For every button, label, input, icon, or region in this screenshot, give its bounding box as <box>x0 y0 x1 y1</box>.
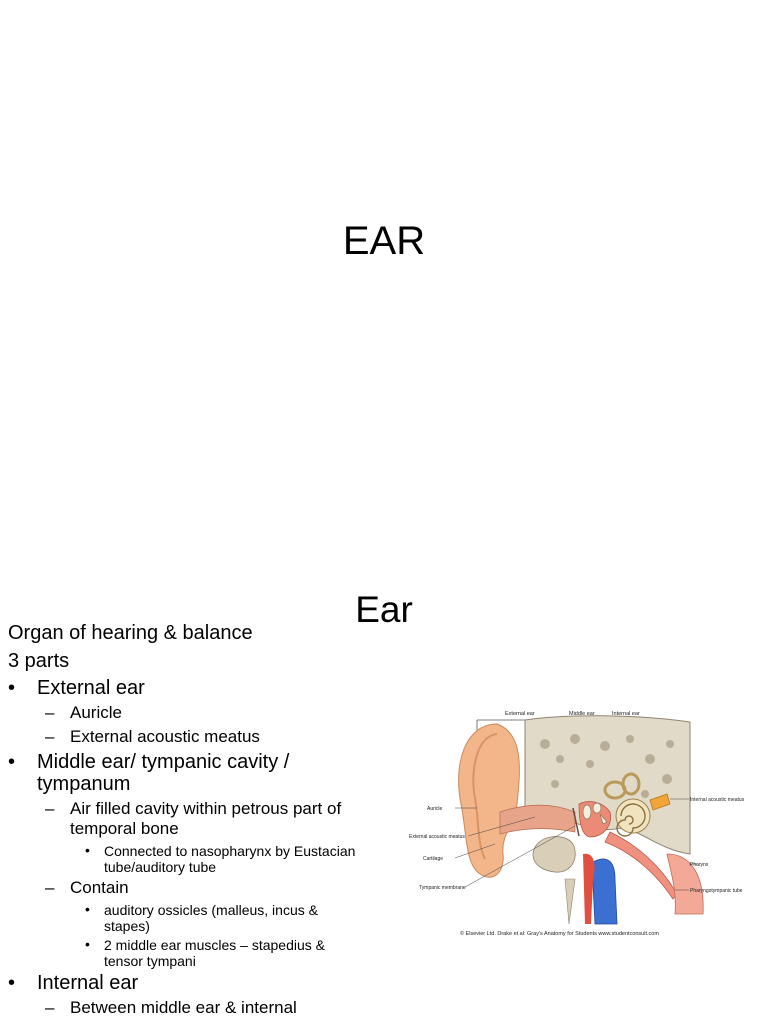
label-internal-acoustic-meatus: Internal acoustic meatus <box>690 797 745 803</box>
intro-line: Organ of hearing & balance <box>8 622 253 644</box>
sub-sub-bullet: • 2 middle ear muscles – stapedius & tens… <box>8 936 364 969</box>
label-tympanic-membrane: Tympanic membrane <box>419 885 466 891</box>
bullet-internal-ear: • Internal ear <box>8 972 364 994</box>
ear-anatomy-figure: External ear Middle ear Internal ear Aur… <box>405 704 757 944</box>
sub-bullet-label: Contain <box>70 878 129 897</box>
sub-sub-bullet: • Connected to nasopharynx by Eustacian t… <box>8 842 364 875</box>
header-label-middle: Middle ear <box>569 711 595 717</box>
header-label-internal: Internal ear <box>612 711 640 717</box>
title-slide: EAR <box>342 219 426 263</box>
pharyngotympanic-tube <box>604 831 678 900</box>
bullet-dot-icon: • <box>8 677 16 699</box>
tympanic-membrane-shape <box>572 807 580 837</box>
dash-icon: – <box>45 799 55 818</box>
sub-bullet: –Contain <box>8 878 364 898</box>
sub-bullet: –Air filled cavity within petrous part o… <box>8 799 364 839</box>
bullet-dot-icon: • <box>8 972 16 994</box>
ear-slide: Ear Organ of hearing & balance 3 parts •… <box>0 576 768 1024</box>
figure-credit: © Elsevier Ltd. Drake et al: Gray's Anat… <box>460 930 659 937</box>
slide-title: Ear <box>355 589 413 630</box>
sub-bullet: –External acoustic meatus <box>8 727 364 747</box>
sub-sub-bullet-label: Connected to nasopharynx by Eustacian tu… <box>104 843 356 875</box>
vestibulocochlear-nerve <box>649 793 671 811</box>
intro-line: 3 parts <box>8 650 70 672</box>
sub-bullet-label: Auricle <box>70 703 122 722</box>
bullet-dot-icon: • <box>85 901 90 917</box>
sub-bullet-label: Between middle ear & internal <box>70 998 297 1017</box>
bullet-dot-icon: • <box>85 936 90 952</box>
bullet-dot-icon: • <box>85 842 90 858</box>
sub-sub-bullet-label: 2 middle ear muscles – stapedius & tenso… <box>104 937 325 969</box>
sub-bullet-label: Air filled cavity within petrous part of… <box>70 799 342 838</box>
bullet-dot-icon: • <box>8 751 16 773</box>
label-pharyngotympanic-tube: Pharyngotympanic tube <box>690 888 743 894</box>
ear-canal <box>499 804 576 835</box>
sub-sub-bullet-label: auditory ossicles (malleus, incus & stap… <box>104 902 318 934</box>
sub-bullet-label: External acoustic meatus <box>70 727 260 746</box>
bullet-label: Internal ear <box>37 972 139 994</box>
condyle <box>532 836 576 873</box>
sub-bullet: –Between middle ear & internal <box>8 998 364 1018</box>
mastoid-air-cells <box>540 734 674 798</box>
left-leader-lines <box>454 807 576 888</box>
dash-icon: – <box>45 703 55 722</box>
sub-sub-bullet: • auditory ossicles (malleus, incus & sta… <box>8 901 364 934</box>
pharynx-shape <box>666 853 704 915</box>
label-cartilage: Cartilage <box>423 856 443 862</box>
cochlea <box>615 798 651 837</box>
bullet-label: External ear <box>37 677 145 699</box>
dash-icon: – <box>45 998 55 1017</box>
dash-icon: – <box>45 727 55 746</box>
label-pharynx: Pharynx <box>690 862 709 868</box>
label-auricle: Auricle <box>427 806 443 812</box>
label-external-acoustic-meatus: External acoustic meatus <box>409 834 465 840</box>
bullet-label: Middle ear/ tympanic cavity / tympanum <box>37 751 290 795</box>
sub-bullet: –Auricle <box>8 703 364 723</box>
header-label-external: External ear <box>505 711 535 717</box>
bullet-external-ear: • External ear <box>8 677 364 699</box>
slide-title: EAR <box>342 219 426 263</box>
carotid-artery <box>583 853 595 924</box>
ear-anatomy-diagram: External ear Middle ear Internal ear Aur… <box>409 711 745 937</box>
bullet-list: Organ of hearing & balance 3 parts • Exte… <box>8 621 364 1022</box>
jugular-vein <box>589 858 618 925</box>
bullet-middle-ear: • Middle ear/ tympanic cavity / tympanum <box>8 751 364 795</box>
styloid-process <box>564 878 576 925</box>
semicircular-canals <box>603 772 641 800</box>
dash-icon: – <box>45 878 55 897</box>
ossicles <box>582 802 608 825</box>
right-leader-lines <box>670 798 697 891</box>
auricle-shape <box>458 723 520 878</box>
